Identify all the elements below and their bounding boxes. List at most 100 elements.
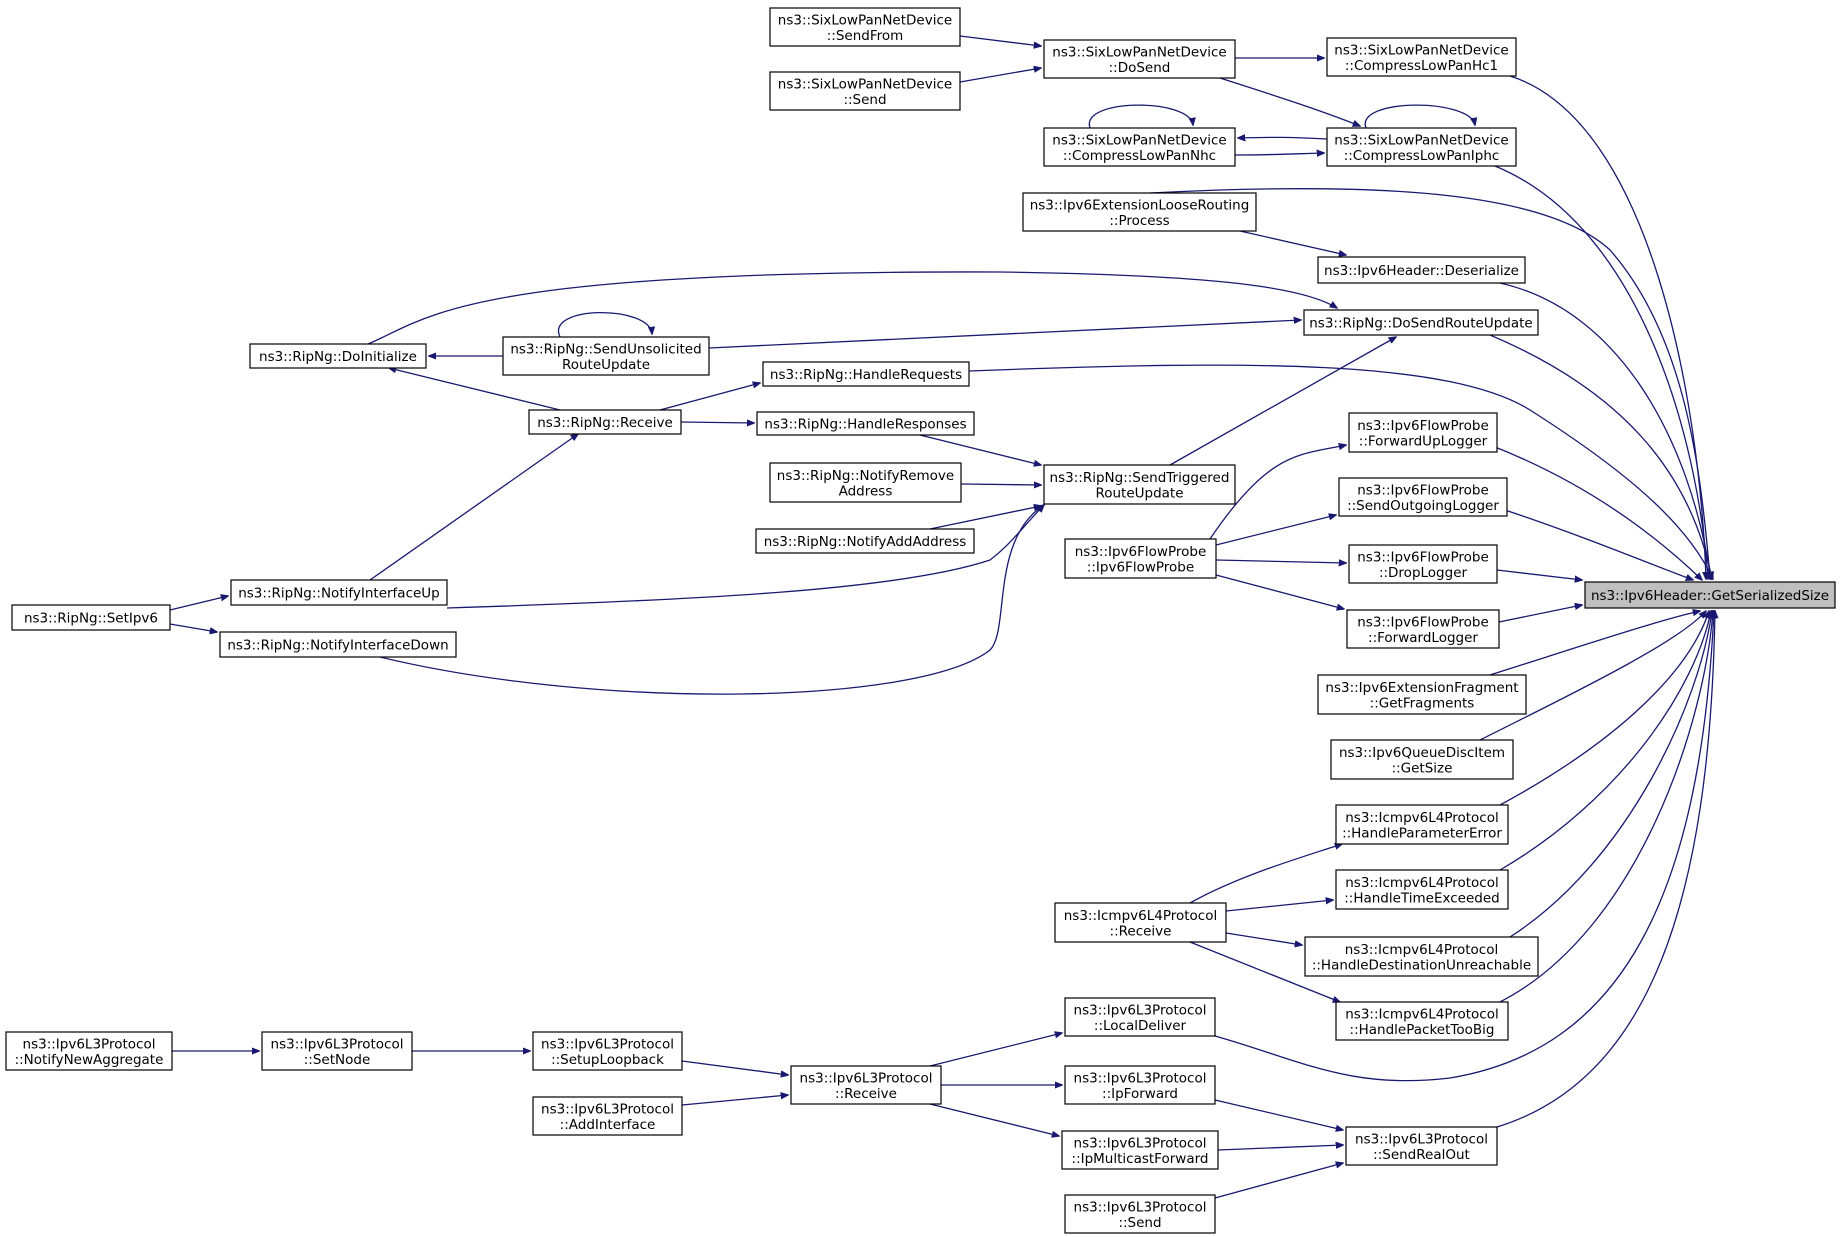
edge-flowprobe-to-fwdlog [1215,574,1344,609]
node-box [1043,39,1236,79]
node-setipv6[interactable]: ns3::RipNg::SetIpv6 [11,604,171,631]
node-droplog[interactable]: ns3::Ipv6FlowProbe::DropLogger [1348,544,1498,584]
edge-hreq-to-root [968,364,1713,579]
edge-setuplb-to-l3recv [681,1060,788,1075]
node-l3send[interactable]: ns3::Ipv6L3Protocol::Send [1064,1194,1216,1234]
edge-ripreceive-to-doinit [389,368,561,411]
edge-sendunsol-to-dosendru [708,320,1301,349]
node-label: ns3::Ipv6FlowProbe [1357,418,1489,434]
node-box [755,528,975,554]
node-ifup[interactable]: ns3::RipNg::NotifyInterfaceUp [230,579,448,606]
node-send6[interactable]: ns3::SixLowPanNetDevice::Send [769,71,961,111]
edge-htime-to-root [1499,611,1711,871]
node-label: ns3::RipNg::DoInitialize [259,349,417,365]
edge-doinit-to-dosendru [367,271,1337,345]
edge-hbig-to-root [1499,611,1713,1003]
node-label: ns3::SixLowPanNetDevice [778,12,952,28]
node-label: ns3::SixLowPanNetDevice [1334,132,1508,148]
node-ripreceive[interactable]: ns3::RipNg::Receive [528,409,682,435]
node-label: ::IpMulticastForward [1072,1151,1209,1167]
node-setuplb[interactable]: ns3::Ipv6L3Protocol::SetupLoopback [532,1031,683,1071]
node-root[interactable]: ns3::Ipv6Header::GetSerializedSize [1584,581,1836,609]
node-box [1303,309,1539,336]
node-box [502,336,710,376]
node-label: ns3::Ipv6L3Protocol [1074,1070,1207,1086]
edge-hc1-to-root [1509,75,1706,579]
node-htime[interactable]: ns3::Icmpv6L4Protocol::HandleTimeExceede… [1335,869,1509,910]
node-label: ns3::RipNg::NotifyAddAddress [764,534,967,550]
node-label: ns3::RipNg::NotifyInterfaceUp [238,586,440,602]
node-label: ::Send [843,92,886,108]
node-hparam[interactable]: ns3::Icmpv6L4Protocol::HandleParameterEr… [1335,804,1509,845]
edge-sendtrig-to-dosendru [1169,337,1396,466]
node-sendreal[interactable]: ns3::Ipv6L3Protocol::SendRealOut [1345,1126,1498,1166]
node-box [769,71,961,111]
node-loose[interactable]: ns3::Ipv6ExtensionLooseRouting::Process [1022,192,1257,232]
node-label: ns3::Ipv6FlowProbe [1357,549,1489,565]
node-newagg[interactable]: ns3::Ipv6L3Protocol::NotifyNewAggregate [5,1031,173,1071]
node-iphc[interactable]: ns3::SixLowPanNetDevice::CompressLowPanI… [1326,127,1517,167]
node-hdest[interactable]: ns3::Icmpv6L4Protocol::HandleDestination… [1304,936,1539,977]
node-setnode[interactable]: ns3::Ipv6L3Protocol::SetNode [261,1031,413,1071]
node-sendout[interactable]: ns3::Ipv6FlowProbe::SendOutgoingLogger [1338,477,1508,517]
node-box [5,1031,173,1071]
edge-flowprobe-to-droplog [1215,560,1346,563]
node-sfrom[interactable]: ns3::SixLowPanNetDevice::SendFrom [769,7,961,47]
node-box [1348,544,1498,584]
node-box [528,409,682,435]
node-label: ::ForwardUpLogger [1359,433,1488,449]
edge-frag-to-root [1489,611,1700,676]
node-label: ns3::Ipv6L3Protocol [800,1070,933,1086]
node-label: ns3::Ipv6L3Protocol [1074,1002,1207,1018]
edge-ipmfwd-to-sendreal [1217,1145,1343,1151]
edge-icmprecv-to-hparam [1189,844,1342,904]
edge-l3send-to-sendreal [1214,1163,1343,1199]
node-qdisc[interactable]: ns3::Ipv6QueueDiscItem::GetSize [1330,739,1514,780]
node-ipfwd[interactable]: ns3::Ipv6L3Protocol::IpForward [1064,1065,1216,1105]
edge-addif-to-l3recv [681,1095,788,1106]
node-hbig[interactable]: ns3::Icmpv6L4Protocol::HandlePacketTooBi… [1335,1001,1509,1041]
node-label: ns3::Ipv6ExtensionLooseRouting [1030,197,1250,213]
edge-dosendru-to-root [1489,334,1712,579]
edge-dosend-to-iphc [1219,77,1360,126]
node-dosendru[interactable]: ns3::RipNg::DoSendRouteUpdate [1303,309,1539,336]
node-dosend[interactable]: ns3::SixLowPanNetDevice::DoSend [1043,39,1236,79]
node-l3recv[interactable]: ns3::Ipv6L3Protocol::Receive [790,1065,942,1105]
node-label: ns3::Ipv6Header::Deserialize [1324,263,1519,279]
node-hc1[interactable]: ns3::SixLowPanNetDevice::CompressLowPanH… [1326,37,1517,77]
node-flowprobe[interactable]: ns3::Ipv6FlowProbe::Ipv6FlowProbe [1064,538,1217,579]
node-addif[interactable]: ns3::Ipv6L3Protocol::AddInterface [532,1096,683,1136]
node-icmprecv[interactable]: ns3::Icmpv6L4Protocol::Receive [1054,902,1227,943]
node-notifyadd[interactable]: ns3::RipNg::NotifyAddAddress [755,528,975,554]
node-label: ns3::Icmpv6L4Protocol [1345,942,1499,958]
node-label: ::CompressLowPanNhc [1063,148,1216,164]
node-localdel[interactable]: ns3::Ipv6L3Protocol::LocalDeliver [1064,997,1216,1037]
edge-qdisc-to-root [1479,611,1706,741]
node-label: ns3::RipNg::HandleRequests [770,367,962,383]
node-box [532,1096,683,1136]
node-box [1317,674,1527,715]
edge-iphc-to-nhc [1238,137,1328,139]
edge-notifyremove-to-sendtrig [960,484,1041,485]
node-box [1304,936,1539,977]
node-ipmfwd[interactable]: ns3::Ipv6L3Protocol::IpMulticastForward [1061,1130,1219,1170]
node-fwdup[interactable]: ns3::Ipv6FlowProbe::ForwardUpLogger [1348,412,1498,453]
node-label: ::DropLogger [1379,565,1468,581]
node-label: ::Receive [1110,923,1172,939]
node-fwdlog[interactable]: ns3::Ipv6FlowProbe::ForwardLogger [1346,609,1500,649]
node-nhc[interactable]: ns3::SixLowPanNetDevice::CompressLowPanN… [1043,127,1236,167]
node-doinit[interactable]: ns3::RipNg::DoInitialize [249,343,427,369]
node-hreq[interactable]: ns3::RipNg::HandleRequests [762,361,970,387]
node-label: ns3::SixLowPanNetDevice [1052,44,1226,60]
node-box [261,1031,413,1071]
node-label: ::Ipv6FlowProbe [1087,559,1194,575]
node-hresp[interactable]: ns3::RipNg::HandleResponses [756,411,975,436]
node-deser[interactable]: ns3::Ipv6Header::Deserialize [1317,256,1526,284]
node-box [1064,1065,1216,1105]
node-ifdown[interactable]: ns3::RipNg::NotifyInterfaceDown [219,631,457,658]
node-label: ns3::Ipv6Header::GetSerializedSize [1591,588,1829,604]
node-frag[interactable]: ns3::Ipv6ExtensionFragment::GetFragments [1317,674,1527,715]
